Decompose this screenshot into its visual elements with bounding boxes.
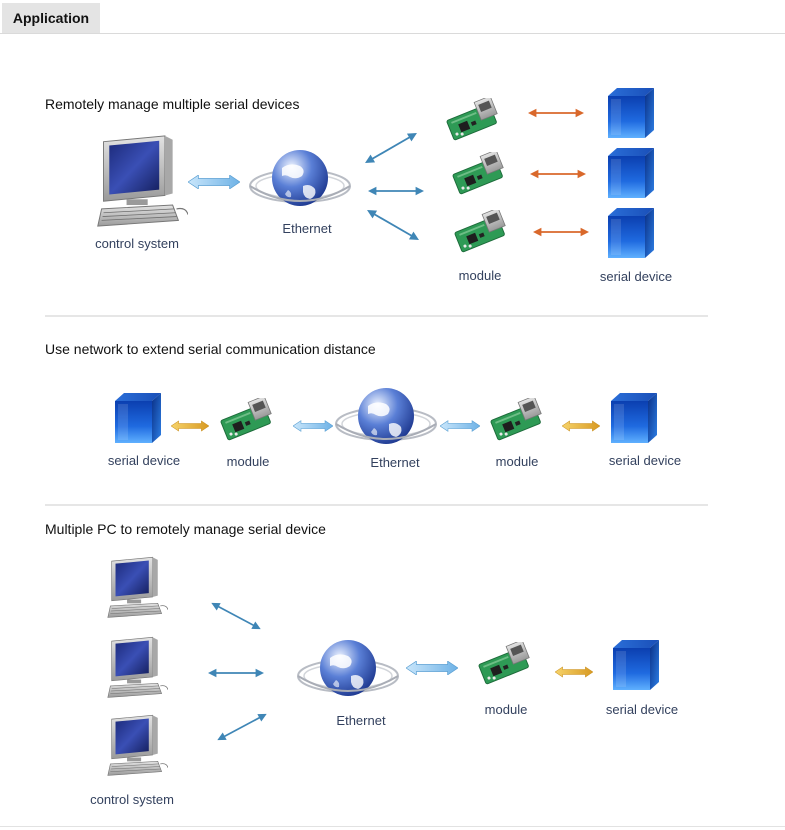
double-arrow-icon xyxy=(293,420,333,432)
module-icon xyxy=(444,98,501,141)
control-system-label: control system xyxy=(95,236,179,251)
double-arrow-icon xyxy=(208,667,264,679)
section-title: Multiple PC to remotely manage serial de… xyxy=(45,521,326,537)
module-label: module xyxy=(495,454,539,469)
ethernet-label: Ethernet xyxy=(336,713,386,728)
double-arrow-icon xyxy=(363,205,423,245)
monitor-icon xyxy=(107,636,168,698)
double-arrow-icon xyxy=(171,420,209,432)
module-icon xyxy=(218,398,275,441)
section-divider xyxy=(45,315,708,317)
serial-device-icon xyxy=(115,393,161,443)
module-label: module xyxy=(226,454,270,469)
serial-device-icon xyxy=(608,208,654,258)
module-icon xyxy=(452,210,509,253)
monitor-icon xyxy=(107,714,168,776)
serial-device-label: serial device xyxy=(605,702,679,717)
control-system-label: control system xyxy=(90,792,174,807)
module-icon xyxy=(476,642,533,685)
double-arrow-icon xyxy=(530,168,586,180)
serial-device-label: serial device xyxy=(599,269,673,284)
globe-icon xyxy=(249,149,351,207)
double-arrow-icon xyxy=(562,420,600,432)
monitor-icon xyxy=(97,135,188,227)
globe-icon xyxy=(335,387,437,445)
monitor-icon xyxy=(107,556,168,618)
globe-icon xyxy=(297,639,399,697)
serial-device-icon xyxy=(613,640,659,690)
double-arrow-icon xyxy=(368,185,424,197)
header-rule xyxy=(0,33,785,34)
serial-device-label: serial device xyxy=(608,453,682,468)
serial-device-label: serial device xyxy=(107,453,181,468)
serial-device-icon xyxy=(611,393,657,443)
section-title: Remotely manage multiple serial devices xyxy=(45,96,300,112)
double-arrow-icon xyxy=(188,175,240,189)
double-arrow-icon xyxy=(555,666,593,678)
double-arrow-icon xyxy=(528,107,584,119)
double-arrow-icon xyxy=(533,226,589,238)
section-divider xyxy=(45,504,708,506)
module-icon xyxy=(450,152,507,195)
application-tab[interactable]: Application xyxy=(2,3,100,33)
double-arrow-icon xyxy=(208,598,264,634)
double-arrow-icon xyxy=(406,661,458,675)
double-arrow-icon xyxy=(214,709,270,745)
module-icon xyxy=(488,398,545,441)
ethernet-label: Ethernet xyxy=(282,221,332,236)
serial-device-icon xyxy=(608,88,654,138)
module-label: module xyxy=(484,702,528,717)
ethernet-label: Ethernet xyxy=(370,455,420,470)
footer-rule xyxy=(0,826,785,827)
serial-device-icon xyxy=(608,148,654,198)
section-title: Use network to extend serial communicati… xyxy=(45,341,376,357)
double-arrow-icon xyxy=(440,420,480,432)
double-arrow-icon xyxy=(361,128,421,168)
module-label: module xyxy=(458,268,502,283)
